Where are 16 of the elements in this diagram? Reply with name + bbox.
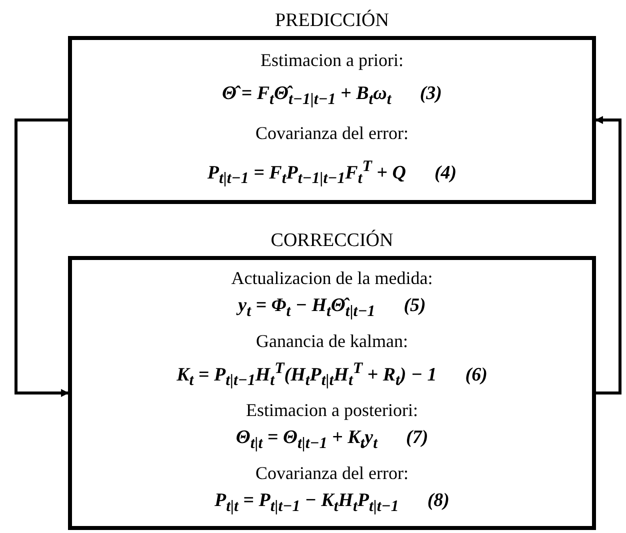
equation: P$_{t|t}$ = P$_{t|t−1}$ − K$_{t}$H$_{t}$P$_{t|t−1}$ (8) [214,490,450,518]
step-label: Covarianza del error: [256,462,408,483]
equation: Θ$_{t|t}$ = Θ$_{t|t−1}$ + K$_{t}$y$_{t}$ (7) [236,427,428,454]
equation: Θ̂ = F$_{t}$Θ̂$_{t−1|t−1}$ + B$_{t}$ω$_{t}$ (3) [222,82,442,110]
arrow [14,118,69,397]
equation: y$_{t}$ = Φ$_{t}$ − H$_{t}$Θ̂$_{t|t−1}$ (5) [238,295,426,322]
step-label: Estimacion a posteriori: [246,400,418,420]
equation: K$_{t}$ = P$_{t|t−1}$H$_{t}$$^{T}$(H$_{t}$P$_{t|t}$H$_{t}$$^{T}$ + R$_{t}$) − 1 (6) [176,359,488,392]
step-label: Actualizacion de la medida: [231,268,433,288]
arrow [595,116,622,394]
step-label: Ganancia de kalman: [256,330,408,351]
equation: P$_{t|t−1}$ = F$_{t}$P$_{t−1|t−1}$F$_{t}$$^{T}$ + Q (4) [207,156,457,189]
step-label: Covarianza del error: [256,123,408,144]
step-label: Estimacion a priori: [260,50,404,70]
section-heading: CORRECCIÓN [270,230,394,252]
section-heading: PREDICCIÓN [274,10,390,32]
